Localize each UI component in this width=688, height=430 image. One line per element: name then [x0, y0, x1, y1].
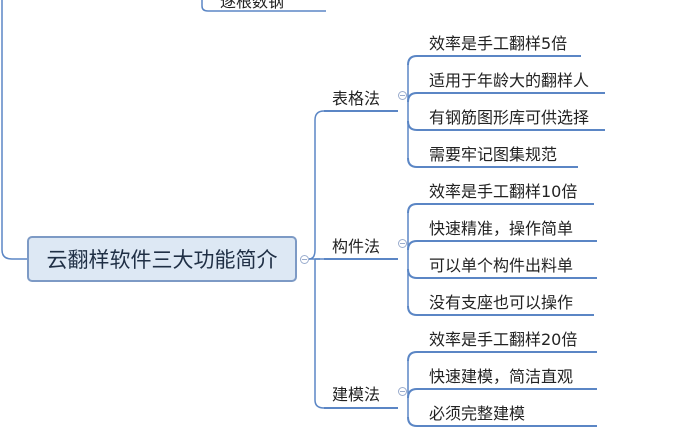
branch-table-method[interactable]: 表格法: [332, 89, 381, 108]
leaf-component-1[interactable]: 效率是手工翻样10倍: [429, 182, 578, 201]
root-topic-label: 云翻样软件三大功能简介: [46, 248, 278, 272]
leaf-table-3[interactable]: 有钢筋图形库可供选择: [429, 108, 590, 127]
leaf-component-2[interactable]: 快速精准，操作简单: [429, 219, 574, 238]
connector-left-trunk: [1, 0, 27, 260]
leaf-connector-0-1: [407, 92, 605, 103]
branch-component-method[interactable]: 构件法: [332, 237, 381, 256]
leaf-modeling-2[interactable]: 快速建模，简洁直观: [429, 367, 574, 386]
connector-root-branch-table: [308, 110, 398, 260]
branch-component-collapse-icon[interactable]: [398, 239, 407, 248]
leaf-connector-2-1: [407, 388, 597, 399]
leaf-component-3[interactable]: 可以单个构件出料单: [429, 256, 574, 275]
leaf-connector-1-1: [407, 240, 597, 251]
leaf-component-4[interactable]: 没有支座也可以操作: [429, 293, 574, 312]
leaf-connector-2-0: [407, 351, 597, 362]
root-topic[interactable]: 云翻样软件三大功能简介: [27, 236, 297, 282]
branch-modeling-collapse-icon[interactable]: [398, 387, 407, 396]
leaf-connector-1-3: [407, 305, 594, 316]
leaf-table-1[interactable]: 效率是手工翻样5倍: [429, 34, 568, 53]
connector-top-partial: [201, 0, 326, 12]
branch-modeling-method[interactable]: 建模法: [332, 385, 381, 404]
leaf-connector-0-3: [407, 157, 578, 168]
top-partial-node[interactable]: 逐根数钢: [220, 0, 285, 11]
root-collapse-icon[interactable]: [300, 255, 309, 264]
leaf-connector-1-2: [407, 268, 597, 279]
leaf-table-4[interactable]: 需要牢记图集规范: [429, 145, 558, 164]
leaf-connector-2-2: [407, 416, 597, 427]
leaf-modeling-3[interactable]: 必须完整建模: [429, 404, 526, 423]
leaf-connector-0-0: [407, 55, 581, 66]
branch-table-collapse-icon[interactable]: [398, 91, 407, 100]
leaf-table-2[interactable]: 适用于年龄大的翻样人: [429, 71, 590, 90]
leaf-connector-0-2: [407, 120, 605, 131]
connector-root-branch-modeling: [314, 259, 398, 409]
leaf-connector-1-0: [407, 203, 594, 214]
leaf-modeling-1[interactable]: 效率是手工翻样20倍: [429, 330, 578, 349]
